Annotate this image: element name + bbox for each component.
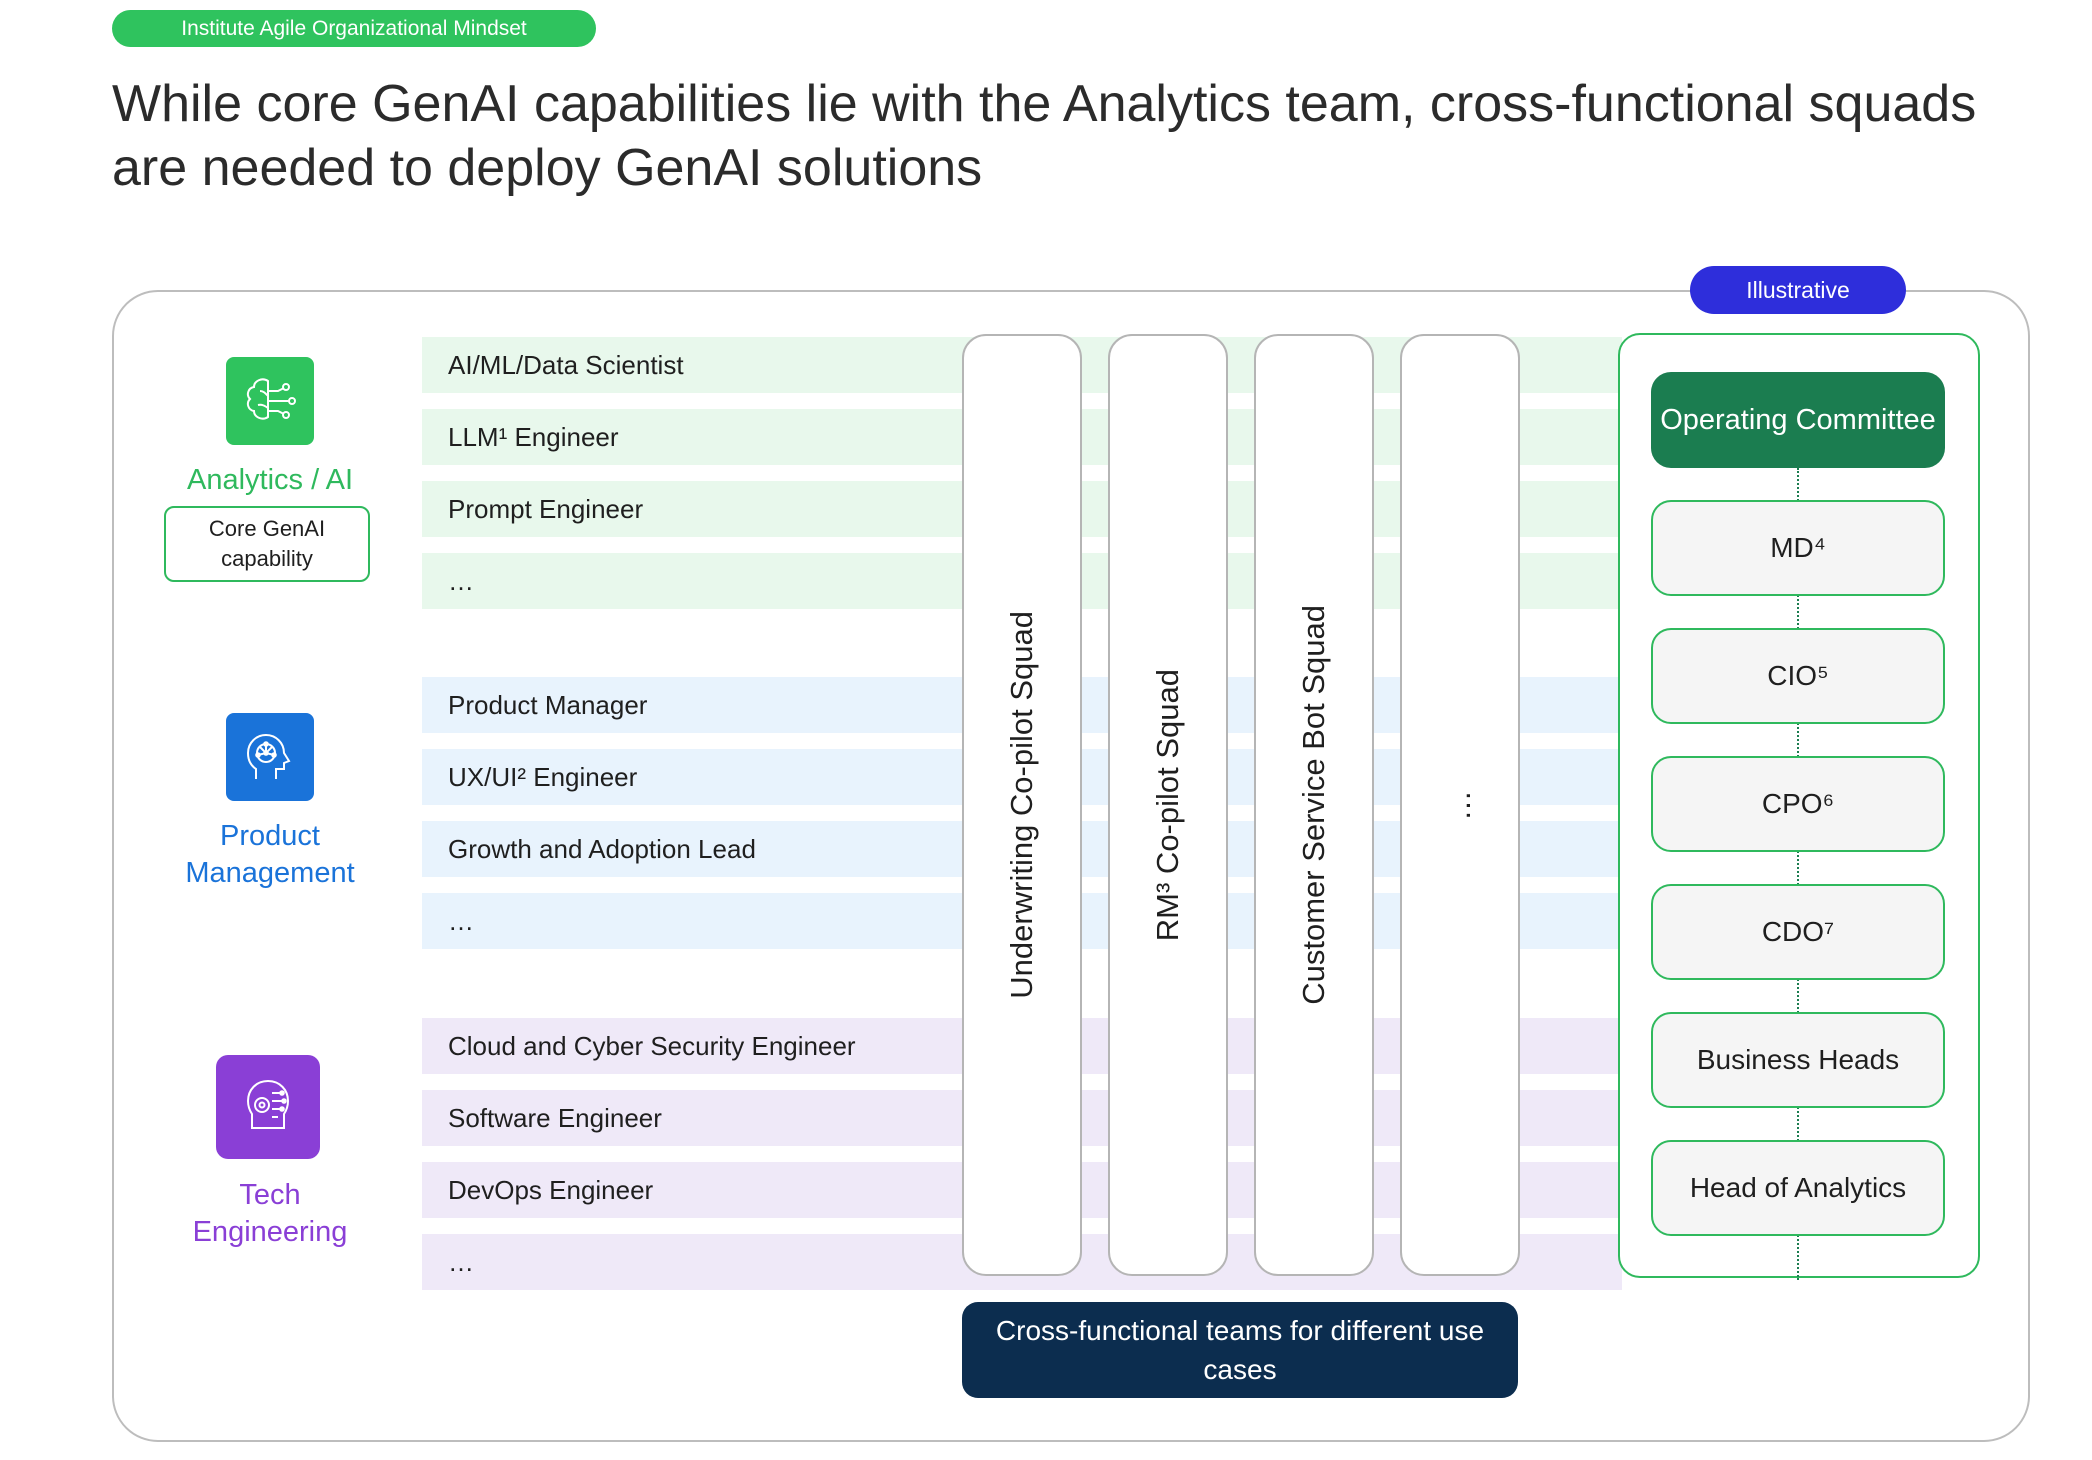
squad-label: Underwriting Co-pilot Squad <box>1004 611 1039 999</box>
governance-role-box: CPO⁶ <box>1651 756 1945 852</box>
role-label: Product Manager <box>448 689 648 720</box>
role-label: AI/ML/Data Scientist <box>448 349 684 380</box>
head-network-icon <box>226 713 314 801</box>
role-label: DevOps Engineer <box>448 1174 654 1205</box>
squad-label: … <box>1442 789 1477 821</box>
governance-role-box: CIO⁵ <box>1651 628 1945 724</box>
role-label: UX/UI² Engineer <box>448 761 638 792</box>
core-capability-label: Core GenAI capability <box>208 516 326 571</box>
governance-role-label: CDO⁷ <box>1761 916 1835 947</box>
operating-committee-box: Operating Committee <box>1651 372 1945 468</box>
governance-role-box: Head of Analytics <box>1651 1140 1945 1236</box>
squad-column: RM³ Co-pilot Squad <box>1108 334 1228 1276</box>
role-label: LLM¹ Engineer <box>448 421 619 452</box>
role-label: Prompt Engineer <box>448 493 644 524</box>
governance-role-label: MD⁴ <box>1770 532 1826 563</box>
operating-committee-label: Operating Committee <box>1660 404 1936 436</box>
role-label: Cloud and Cyber Security Engineer <box>448 1030 856 1061</box>
governance-role-box: CDO⁷ <box>1651 884 1945 980</box>
discipline-label-tech: Tech Engineering <box>192 1179 348 1248</box>
core-capability-box: Core GenAI capability <box>164 506 370 582</box>
squad-label: RM³ Co-pilot Squad <box>1150 668 1185 942</box>
governance-role-label: CIO⁵ <box>1767 660 1829 691</box>
role-label: Growth and Adoption Lead <box>448 833 756 864</box>
discipline-label-product: Product Management <box>185 820 355 889</box>
illustrative-badge: Illustrative <box>1690 266 1906 314</box>
role-label: … <box>448 1246 474 1277</box>
brain-network-icon <box>226 357 314 445</box>
diagram-frame <box>112 290 2030 1442</box>
squad-column: … <box>1400 334 1520 1276</box>
role-label: Software Engineer <box>448 1102 662 1133</box>
dotted-connector <box>1797 468 1799 1280</box>
page-title: While core GenAI capabilities lie with t… <box>112 75 1977 197</box>
governance-role-box: MD⁴ <box>1651 500 1945 596</box>
squad-label: Customer Service Bot Squad <box>1296 605 1331 1005</box>
role-label: … <box>448 565 474 596</box>
discipline-label-analytics: Analytics / AI <box>186 464 353 496</box>
cross-functional-text: Cross-functional teams for different use… <box>995 1315 1485 1385</box>
cross-functional-label: Cross-functional teams for different use… <box>962 1302 1518 1398</box>
section-tag: Institute Agile Organizational Mindset <box>112 10 596 47</box>
ai-face-circuit-icon <box>216 1055 320 1159</box>
governance-role-label: CPO⁶ <box>1761 788 1835 819</box>
squad-column: Underwriting Co-pilot Squad <box>962 334 1082 1276</box>
governance-role-label: Head of Analytics <box>1689 1172 1907 1203</box>
governance-role-box: Business Heads <box>1651 1012 1945 1108</box>
role-label: … <box>448 905 474 936</box>
squad-column: Customer Service Bot Squad <box>1254 334 1374 1276</box>
governance-role-label: Business Heads <box>1696 1044 1900 1075</box>
